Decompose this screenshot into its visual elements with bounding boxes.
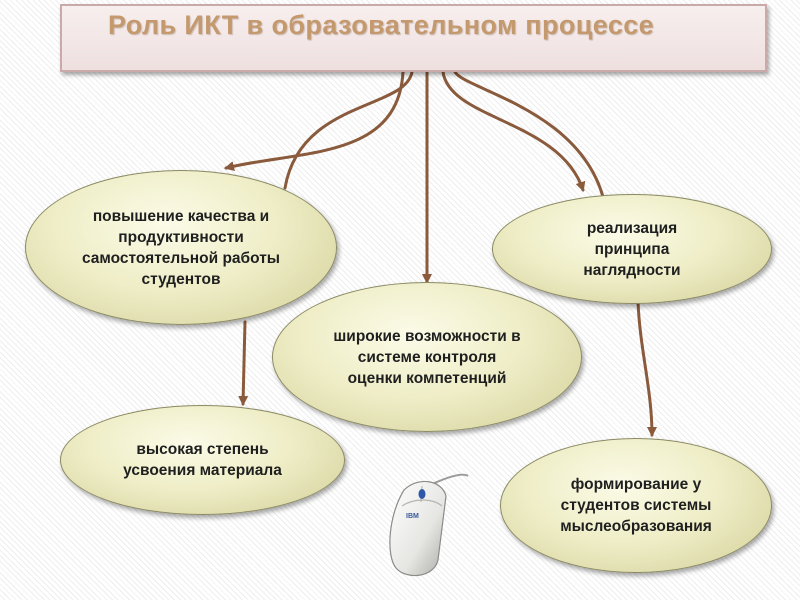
node-visual: реализация принципа наглядности (492, 194, 772, 304)
diagram-title: Роль ИКТ в образовательном процессе (108, 10, 655, 40)
node-control-label: широкие возможности в системе контроля о… (333, 327, 521, 387)
connector-title-quality (224, 70, 405, 171)
node-quality: повышение качества и продуктивности само… (25, 170, 337, 325)
node-thinking-label: формирование у студентов системы мыслеоб… (560, 476, 712, 535)
node-assimilation-label: высокая степень усвоения материала (123, 441, 282, 479)
connector-title-quality-branch (283, 70, 414, 190)
connector-title-visual (441, 70, 586, 192)
node-control: широкие возможности в системе контроля о… (272, 282, 582, 432)
node-visual-label: реализация принципа наглядности (583, 219, 681, 279)
connector-visual-thinking (636, 300, 657, 437)
node-quality-label: повышение качества и продуктивности само… (81, 207, 281, 288)
title-box (60, 4, 767, 72)
node-assimilation: высокая степень усвоения материала (60, 405, 345, 515)
connector-title-visual-branch (453, 70, 607, 207)
mouse-logo: IBM (406, 513, 419, 520)
node-thinking: формирование у студентов системы мыслеоб… (500, 438, 772, 573)
connector-quality-assimilation (238, 320, 249, 406)
computer-mouse-icon: IBM (389, 473, 469, 577)
